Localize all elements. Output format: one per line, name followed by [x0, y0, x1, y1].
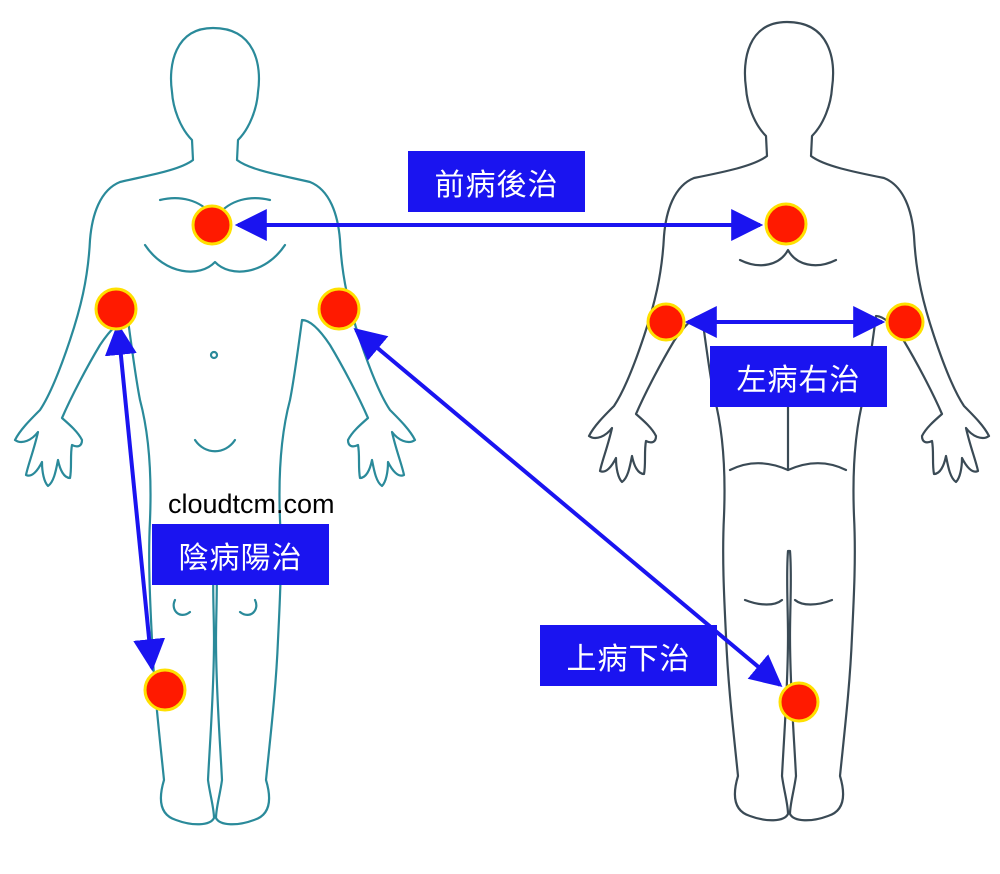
point-chest — [191, 204, 233, 246]
arrows — [104, 209, 886, 688]
label-left-right: 左病右治 — [710, 346, 887, 407]
point-front-lower-leg — [143, 668, 187, 712]
arrow-yin-yang — [104, 322, 166, 672]
label-up-down: 上病下治 — [540, 625, 717, 686]
point-back-knee — [778, 681, 820, 723]
label-front-back: 前病後治 — [408, 151, 585, 212]
front-body-outline — [13, 26, 417, 826]
acupoints — [94, 202, 925, 723]
point-front-right-elbow — [94, 287, 138, 331]
watermark-text: cloudtcm.com — [168, 489, 335, 519]
label-yin-yang: 陰病陽治 — [152, 524, 329, 585]
point-back-right-elbow — [885, 302, 925, 342]
point-back-left-elbow — [646, 302, 686, 342]
point-upper-back — [764, 202, 808, 246]
point-front-left-elbow — [317, 287, 361, 331]
